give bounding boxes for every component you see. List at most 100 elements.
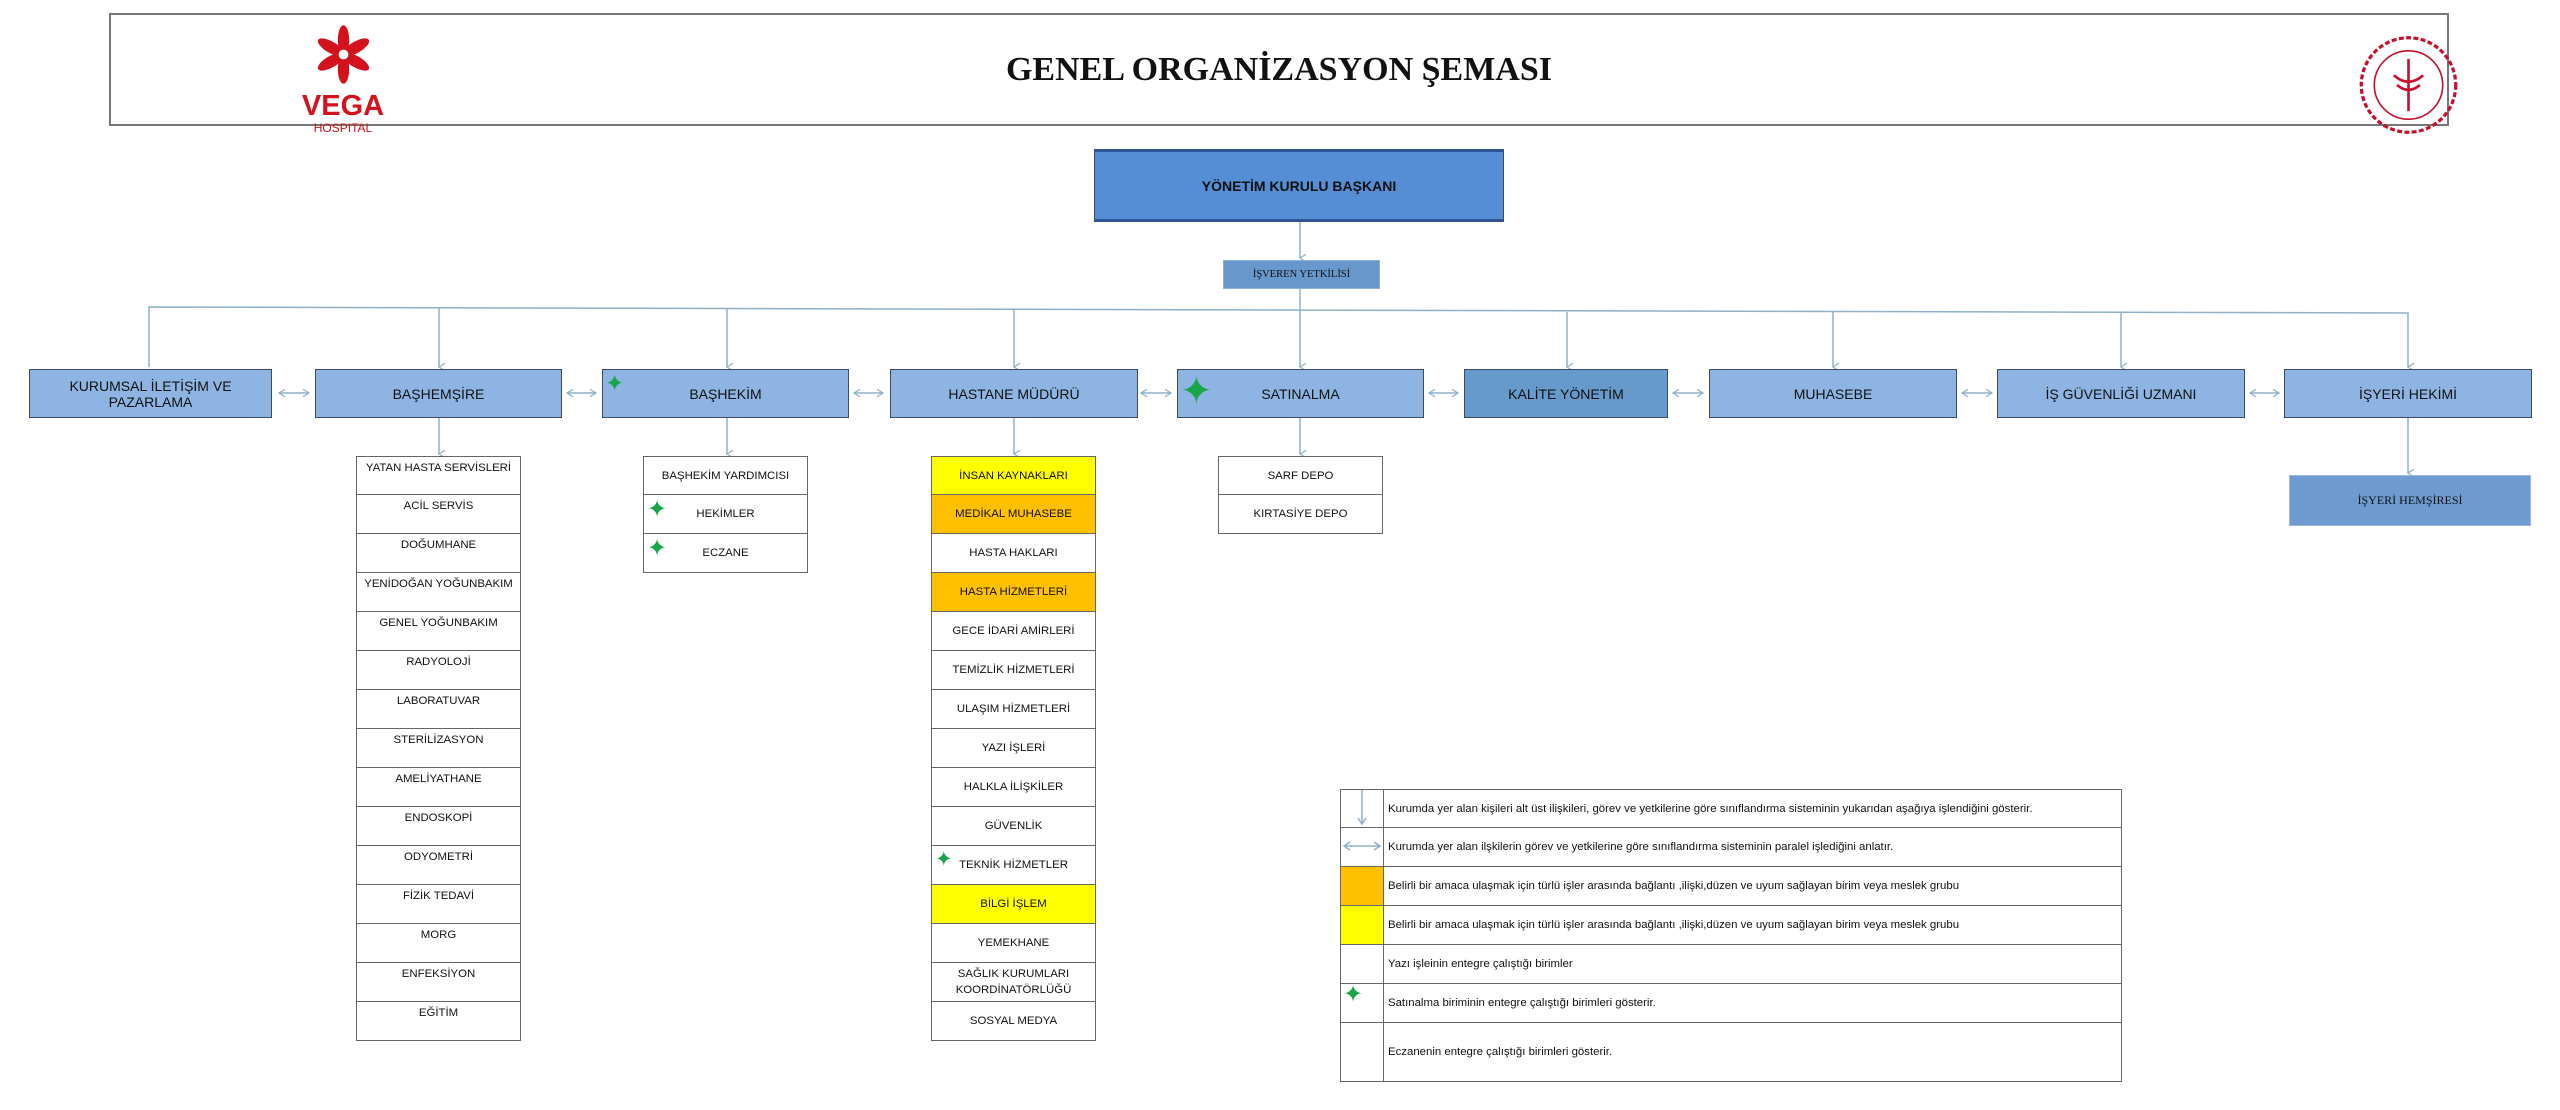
unit-cell: BAŞHEKİM YARDIMCISI [643,456,808,495]
dept-accounting: MUHASEBE [1709,369,1957,418]
board-president-box: YÖNETİM KURULU BAŞKANI [1094,149,1504,222]
unit-label: TEKNİK HİZMETLER [959,859,1068,871]
legend-text: Kurumda yer alan kişileri alt üst ilişki… [1388,802,2033,815]
green-star-icon: ✦ [1180,370,1213,413]
unit-label: GECE İDARİ AMİRLERİ [952,625,1075,637]
legend-table: Kurumda yer alan kişileri alt üst ilişki… [1340,789,2122,1082]
legend-row: Eczanenin entegre çalıştığı birimleri gö… [1340,1023,2122,1082]
unit-cell: MEDİKAL MUHASEBE [931,495,1096,534]
dept-corporate-communication: KURUMSAL İLETİŞİM VE PAZARLAMA [29,369,272,418]
unit-cell: SOSYAL MEDYA [931,1002,1096,1041]
unit-label: SOSYAL MEDYA [969,1015,1058,1027]
unit-label: HASTA HAKLARI [969,547,1058,559]
unit-label: GENEL YOĞUNBAKIM [379,617,498,629]
legend-text: Yazı işleinin entegre çalıştığı birimler [1388,958,1573,970]
unit-label: SAĞLIK KURUMLARI KOORDİNATÖRLÜĞÜ [955,968,1072,996]
green-star-icon: ✦ [605,370,625,396]
unit-cell: ULAŞIM HİZMETLERİ [931,690,1096,729]
unit-label: BİLGİ İŞLEM [980,898,1047,910]
unit-cell: STERİLİZASYON [356,729,521,768]
unit-label: MEDİKAL MUHASEBE [955,508,1072,520]
unit-cell: FİZİK TEDAVİ [356,885,521,924]
unit-cell: YATAN HASTA SERVİSLERİ [356,456,521,495]
manager-units: İNSAN KAYNAKLARI MEDİKAL MUHASEBE HASTA HA… [931,456,1096,1041]
unit-cell: GENEL YOĞUNBAKIM [356,612,521,651]
yellow-swatch [1341,906,1384,944]
ministry-seal-icon [2359,36,2458,134]
unit-label: EĞİTİM [418,1007,459,1019]
dept-purchasing: ✦ SATINALMA [1177,369,1424,418]
legend-text: Belirli bir amaca ulaşmak için türlü işl… [1388,919,1960,931]
unit-cell: AMELİYATHANE [356,768,521,807]
unit-cell: ENFEKSİYON [356,963,521,1002]
chief-physician-units: BAŞHEKİM YARDIMCISI✦HEKİMLER✦ECZANE [643,456,808,573]
unit-cell: YAZI İŞLERİ [931,729,1096,768]
logo-sub: HOSPITAL [313,121,373,135]
unit-label: STERİLİZASYON [393,734,484,746]
unit-cell: GÜVENLİK [931,807,1096,846]
unit-label: ODYOMETRİ [404,851,473,863]
dept-chief-physician: ✦ BAŞHEKİM [602,369,849,418]
green-star-icon: ✦ [935,848,953,871]
legend-blank-cell [1341,1023,1384,1081]
legend-text: Satınalma biriminin entegre çalıştığı bi… [1388,997,1656,1009]
unit-cell: MORG [356,924,521,963]
unit-label: ACİL SERVİS [403,500,474,512]
unit-label: TEMİZLİK HİZMETLERİ [952,664,1075,676]
unit-label: ENFEKSİYON [401,968,476,980]
employer-representative-box: İŞVEREN YETKİLİSİ [1223,260,1380,289]
unit-cell: GECE İDARİ AMİRLERİ [931,612,1096,651]
unit-label: GÜVENLİK [984,820,1043,832]
unit-cell: LABORATUVAR [356,690,521,729]
unit-label: YEMEKHANE [977,937,1050,949]
unit-cell: SAĞLIK KURUMLARI KOORDİNATÖRLÜĞÜ [931,963,1096,1002]
unit-label: İNSAN KAYNAKLARI [959,469,1068,482]
dept-label: BAŞHEKİM [689,385,762,402]
unit-label: AMELİYATHANE [395,773,482,785]
unit-cell: DOĞUMHANE [356,534,521,573]
unit-label: YENİDOĞAN YOĞUNBAKIM [364,578,513,590]
legend-text: Eczanenin entegre çalıştığı birimleri gö… [1388,1046,1613,1058]
legend-row: Yazı işleinin entegre çalıştığı birimler [1340,945,2122,984]
unit-cell: ODYOMETRİ [356,846,521,885]
logo-brand: VEGA [301,90,385,122]
unit-cell: ✦ HEKİMLER [643,495,808,534]
unit-label: DOĞUMHANE [400,539,477,551]
double-arrow-icon [1341,828,1384,866]
green-star-icon: ✦ [647,496,668,523]
unit-cell: ✦ TEKNİK HİZMETLER [931,846,1096,885]
dept-quality-management: KALİTE YÖNETİM [1464,369,1668,418]
unit-cell: HASTA HAKLARI [931,534,1096,573]
unit-cell: EĞİTİM [356,1002,521,1041]
unit-label: MORG [420,929,457,941]
unit-label: BAŞHEKİM YARDIMCISI [661,469,790,482]
legend-text: Belirli bir amaca ulaşmak için türlü işl… [1388,880,1960,892]
unit-cell: SARF DEPO [1218,456,1383,495]
legend-blank-cell [1341,945,1384,983]
legend-row: Kurumda yer alan ilşkilerin görev ve yet… [1340,828,2122,867]
unit-cell: KIRTASİYE DEPO [1218,495,1383,534]
unit-cell: YENİDOĞAN YOĞUNBAKIM [356,573,521,612]
unit-label: HEKİMLER [696,508,755,520]
dept-ohs-specialist: İŞ GÜVENLİĞİ UZMANI [1997,369,2245,418]
unit-label: YAZI İŞLERİ [981,742,1046,754]
unit-label: HASTA HİZMETLERİ [959,586,1068,598]
legend-row: Kurumda yer alan kişileri alt üst ilişki… [1340,789,2122,828]
legend-row: Belirli bir amaca ulaşmak için türlü işl… [1340,867,2122,906]
unit-cell: RADYOLOJİ [356,651,521,690]
head-nurse-units: YATAN HASTA SERVİSLERİ ACİL SERVİS DOĞUMHA… [356,456,521,1041]
legend-row: Belirli bir amaca ulaşmak için türlü işl… [1340,906,2122,945]
unit-cell: İNSAN KAYNAKLARI [931,456,1096,495]
unit-cell: ENDOSKOPİ [356,807,521,846]
dept-workplace-physician: İŞYERİ HEKİMİ [2284,369,2532,418]
dept-head-nurse: BAŞHEMŞİRE [315,369,562,418]
dept-hospital-manager: HASTANE MÜDÜRÜ [890,369,1138,418]
down-arrow-icon [1341,790,1384,827]
vega-flower-icon [317,25,369,84]
page-title: GENEL ORGANİZASYON ŞEMASI [1005,51,1552,88]
unit-cell: HALKLA İLİŞKİLER [931,768,1096,807]
unit-cell: TEMİZLİK HİZMETLERİ [931,651,1096,690]
